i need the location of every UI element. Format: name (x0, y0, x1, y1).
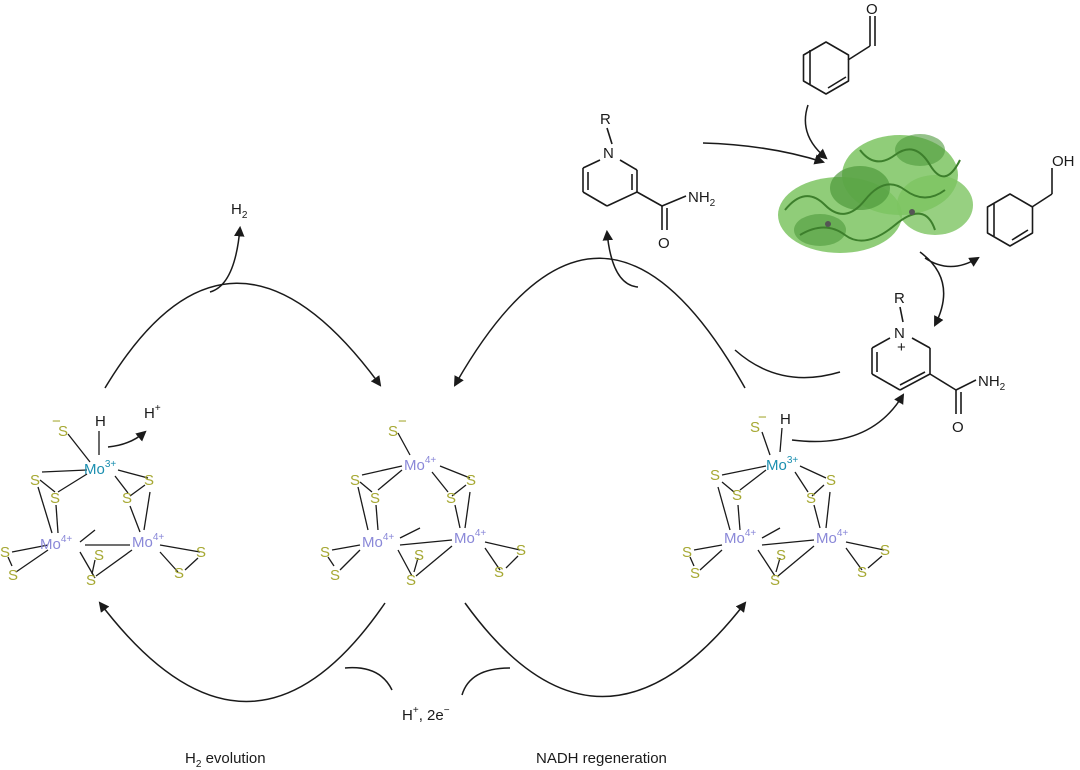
svg-text:S: S (414, 547, 424, 564)
svg-text:S: S (350, 472, 360, 489)
svg-text:S: S (320, 544, 330, 561)
svg-text:S: S (776, 547, 786, 564)
nadh-to-enzyme-arrow (702, 142, 825, 165)
svg-text:S: S (94, 547, 104, 564)
hydride-transfer-arrow (791, 393, 905, 443)
nadh-release-arrow (602, 229, 639, 288)
svg-text:N: N (603, 145, 614, 162)
svg-text:S: S (466, 472, 476, 489)
nadh-regeneration-upper-arc (453, 257, 746, 389)
benzaldehyde-to-enzyme-arrow (804, 104, 828, 160)
svg-text:S: S (732, 487, 742, 504)
svg-text:NH2: NH2 (688, 189, 716, 209)
svg-text:S: S (86, 572, 96, 589)
svg-text:S: S (880, 542, 890, 559)
svg-text:S: S (196, 544, 206, 561)
svg-text:S: S (826, 472, 836, 489)
svg-text:S: S (806, 490, 816, 507)
mo-top-atom: Mo4+ (404, 455, 436, 474)
h2-release-arrow (209, 225, 245, 293)
svg-text:S: S (174, 565, 184, 582)
nadh-regeneration-lower-arc (464, 601, 747, 698)
svg-text:−: − (758, 409, 767, 426)
mo-left-atom: Mo4+ (362, 532, 394, 551)
svg-text:S: S (770, 572, 780, 589)
mo3s13-cluster-hydride-right: S − H Mo3+ S S S S Mo4+ Mo4+ S S S S S S (682, 409, 890, 589)
svg-text:N: N (894, 325, 905, 342)
enzyme-to-nad-plus-arrow (919, 251, 945, 327)
proton-release-arrow (107, 430, 147, 448)
mo-right-atom: Mo4+ (132, 532, 164, 551)
enzyme-ribbon-image (778, 134, 973, 253)
svg-text:S: S (857, 564, 867, 581)
nad-plus-uptake-arrow (734, 349, 841, 379)
svg-text:−: − (398, 413, 407, 430)
svg-text:R: R (894, 290, 905, 307)
proton-electron-input-label: H+, 2e− (402, 705, 450, 724)
benzaldehyde-molecule: O (802, 1, 878, 95)
svg-text:S: S (0, 544, 10, 561)
benzyl-alcohol-molecule: OH (986, 153, 1075, 247)
svg-text:S: S (122, 490, 132, 507)
svg-text:S: S (30, 472, 40, 489)
h2-evolution-caption: H2 evolution (185, 750, 266, 770)
h2-evolution-upper-arc (104, 282, 382, 389)
proton-product-label: H+ (144, 403, 161, 422)
mo3s13-cluster-resting: S − Mo4+ S S S S Mo4+ Mo4+ S S S S S S (320, 413, 526, 589)
svg-text:S: S (406, 572, 416, 589)
nad-plus-molecule: R N + NH2 O (871, 290, 1006, 436)
svg-text:+: + (897, 339, 906, 356)
mo-left-atom: Mo4+ (724, 528, 756, 547)
svg-text:S: S (144, 472, 154, 489)
svg-text:H: H (95, 413, 106, 430)
mo-left-atom: Mo4+ (40, 534, 72, 553)
h2-evolution-lower-arc (98, 601, 386, 703)
nadh-regeneration-caption: NADH regeneration (536, 750, 667, 767)
svg-text:S: S (690, 565, 700, 582)
svg-text:S: S (516, 542, 526, 559)
mo3s13-cluster-hydride-left: S − H Mo3+ S S S S Mo4+ Mo4+ S S S S S S (0, 413, 206, 589)
svg-text:S: S (446, 490, 456, 507)
svg-text:S: S (388, 423, 398, 440)
proton-electron-input-left-arrow (344, 666, 393, 691)
nadh-molecule: R N NH2 O (582, 111, 716, 252)
svg-text:S: S (494, 564, 504, 581)
mo-right-atom: Mo4+ (816, 528, 848, 547)
svg-text:R: R (600, 111, 611, 128)
svg-text:NH2: NH2 (978, 373, 1006, 393)
mo-top-atom: Mo3+ (766, 455, 798, 474)
svg-text:S: S (50, 490, 60, 507)
svg-text:S: S (682, 544, 692, 561)
svg-text:O: O (952, 419, 964, 436)
svg-text:O: O (866, 1, 878, 18)
svg-text:S: S (710, 467, 720, 484)
mo-top-atom: Mo3+ (84, 459, 116, 478)
svg-text:OH: OH (1052, 153, 1075, 170)
h2-product-label: H2 (231, 201, 248, 221)
svg-text:S: S (750, 419, 760, 436)
svg-text:S: S (370, 490, 380, 507)
svg-text:H: H (780, 411, 791, 428)
mo-right-atom: Mo4+ (454, 528, 486, 547)
svg-text:S: S (8, 567, 18, 584)
svg-text:−: − (52, 413, 61, 430)
svg-text:S: S (330, 567, 340, 584)
proton-electron-input-right-arrow (461, 667, 511, 696)
svg-text:S: S (58, 423, 68, 440)
svg-text:O: O (658, 235, 670, 252)
